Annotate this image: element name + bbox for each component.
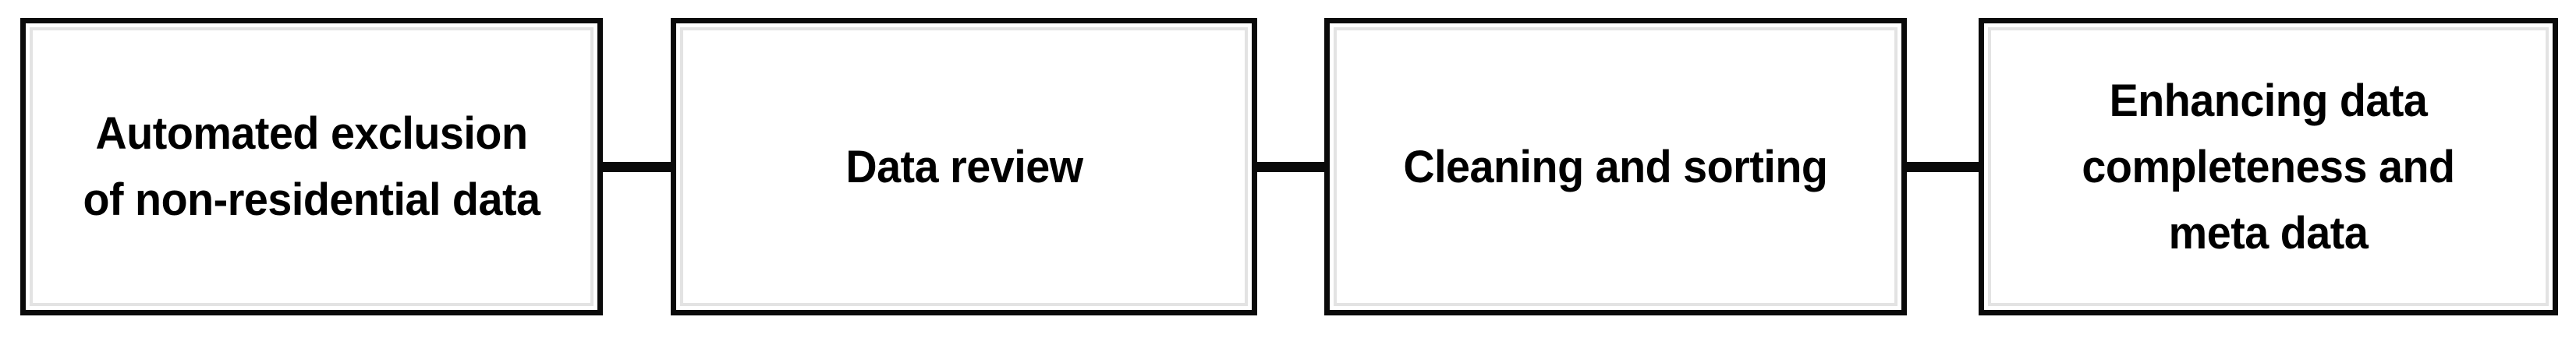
flow-step-enhancing-completeness: Enhancing data completeness and meta dat… xyxy=(1979,18,2558,315)
flow-row: Automated exclusion of non-residential d… xyxy=(20,18,2558,315)
flow-step-inner-panel: Cleaning and sorting xyxy=(1334,27,1897,306)
connector-line xyxy=(603,161,671,172)
flow-step-inner-panel: Data review xyxy=(680,27,1248,306)
connector-line xyxy=(1907,161,1979,172)
step-label: Cleaning and sorting xyxy=(1403,141,1828,192)
flow-step-cleaning-sorting: Cleaning and sorting xyxy=(1324,18,1907,315)
flow-step-automated-exclusion: Automated exclusion of non-residential d… xyxy=(20,18,603,315)
flow-step-inner-panel: Automated exclusion of non-residential d… xyxy=(30,27,594,306)
step-label: Enhancing data completeness and meta dat… xyxy=(2082,75,2455,259)
step-label: Automated exclusion of non-residential d… xyxy=(83,108,540,225)
connector-line xyxy=(1257,161,1324,172)
flow-step-data-review: Data review xyxy=(671,18,1257,315)
flow-step-inner-panel: Enhancing data completeness and meta dat… xyxy=(1988,27,2549,306)
step-label: Data review xyxy=(845,141,1083,192)
